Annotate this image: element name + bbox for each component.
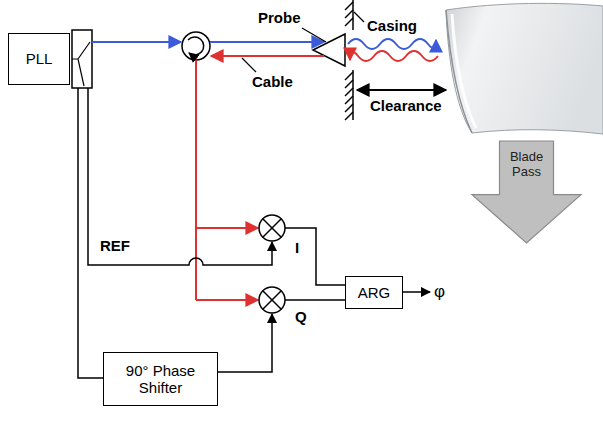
part-name: Probe (258, 10, 301, 27)
signal-name: REF (100, 238, 130, 255)
leader-line (302, 28, 326, 42)
receive-signal (195, 60, 197, 300)
blade-illustration (446, 3, 603, 134)
arrow-outline (472, 141, 581, 243)
leader-line (354, 12, 364, 22)
signal-name: Q (295, 309, 307, 326)
wire (285, 299, 345, 301)
circulator-symbol (182, 32, 210, 60)
probe-symbol (313, 34, 345, 66)
dimension-label: Clearance (370, 98, 442, 115)
wire (218, 314, 272, 372)
wire (285, 228, 345, 285)
phase-shifter-box: 90° Phase Shifter (103, 352, 218, 406)
wire (78, 88, 103, 378)
blade-pass-arrow: Blade Pass (470, 140, 583, 245)
node-label: PLL (26, 50, 53, 67)
transmit-signal (92, 41, 181, 43)
receive-signal (211, 55, 324, 57)
pll-box: PLL (8, 33, 70, 85)
receive-signal (196, 299, 258, 301)
node-label: 90° Phase Shifter (111, 362, 211, 397)
clearance-dimension (357, 89, 446, 91)
signal-name: φ (434, 283, 445, 302)
mixer-symbol (259, 215, 285, 241)
arg-box: ARG (345, 276, 403, 309)
splitter-symbol (72, 30, 92, 88)
part-name: Casing (367, 18, 417, 35)
leader-line (242, 58, 256, 72)
node-label: Blade Pass (497, 150, 557, 180)
signal-name: I (295, 240, 299, 257)
node-label: ARG (358, 284, 391, 301)
reference-wire (88, 88, 272, 265)
part-name: Cable (252, 74, 293, 91)
output-arrow (403, 291, 430, 293)
receive-signal (196, 227, 258, 229)
mixer-symbol (259, 287, 285, 313)
transmit-signal (210, 41, 324, 43)
reflected-wave (350, 51, 438, 61)
transmit-wave (348, 39, 436, 49)
